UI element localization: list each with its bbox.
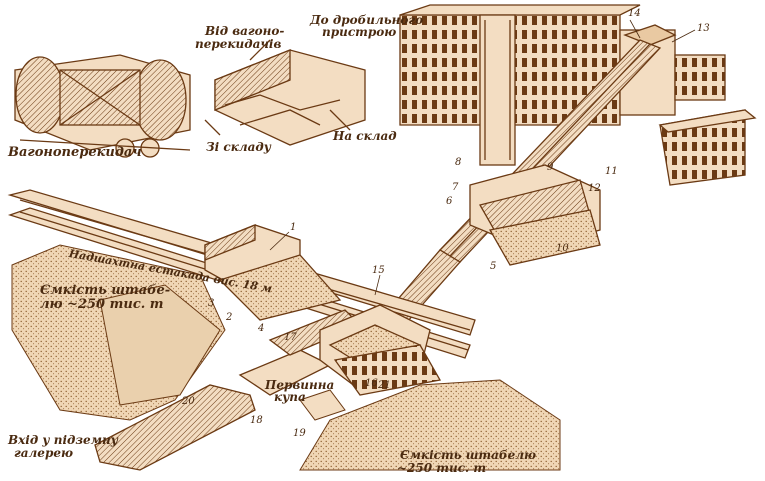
wagon-tipper-label: Вагоноперекидач (8, 145, 142, 160)
callout-17: 17 (284, 332, 297, 343)
primary-pile-label-1: Первинна (265, 378, 335, 392)
to-storage-label: На склад (333, 129, 397, 143)
primary-pile-label-2: купа (274, 390, 306, 404)
to-crusher-label-2: пристрою (322, 25, 397, 39)
callout-12: 12 (588, 183, 601, 194)
callout-13: 13 (697, 23, 710, 34)
callout-9: 9 (547, 162, 554, 173)
transfer-house-sketch (204, 39, 366, 146)
to-crusher-label-1: До дробильного (310, 13, 424, 27)
callout-4: 4 (258, 323, 265, 334)
primary-pile-junction (319, 304, 442, 396)
callout-20: 20 (182, 396, 195, 407)
callout-1: 1 (290, 222, 297, 233)
right-stack-label-1: Ємкість штабелю (400, 448, 537, 462)
callout-5: 5 (490, 261, 497, 272)
left-stack-label-1: Ємкість штабе- (40, 283, 171, 298)
from-storage-label: Зі складу (206, 140, 271, 154)
callout-10: 10 (556, 243, 569, 254)
callout-8: 8 (455, 157, 462, 168)
wagon-tipper-sketch (14, 54, 191, 158)
callout-18: 18 (250, 415, 263, 426)
transfer-station (469, 164, 601, 266)
gallery-entrance-label-1: Вхід у підземну (8, 433, 118, 447)
callout-11: 11 (605, 166, 618, 177)
callout-16: 16 (365, 378, 378, 389)
callout-21: 21 (378, 380, 391, 391)
left-coal-stack (11, 244, 226, 421)
callout-14: 14 (628, 8, 641, 19)
callout-15: 15 (372, 265, 385, 276)
from-tippers-label-1: Від вагоно- (205, 24, 285, 38)
from-tippers-label-2: перекидачів (195, 37, 282, 51)
right-coal-stack (299, 379, 561, 471)
left-stack-label-2: лю ~250 тис. т (40, 297, 164, 312)
callout-7: 7 (452, 182, 459, 193)
callout-3: 3 (208, 298, 215, 309)
leader-lines (269, 19, 696, 296)
gallery-entrance-label-2: галерею (14, 446, 73, 460)
callout-19: 19 (293, 428, 306, 439)
callout-2: 2 (226, 312, 233, 323)
right-stack-label-2: ~250 тис. т (397, 461, 487, 475)
hopper-house (204, 224, 342, 321)
callout-6: 6 (446, 196, 453, 207)
underground-gallery (94, 309, 362, 471)
